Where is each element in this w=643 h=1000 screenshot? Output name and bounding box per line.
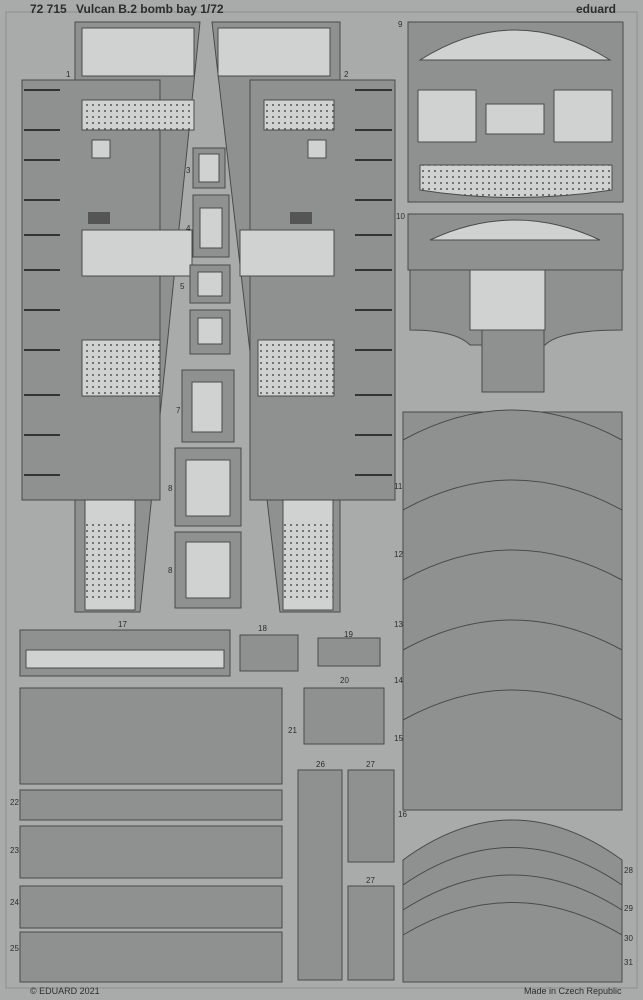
- part-number: 25: [10, 944, 19, 953]
- part-number: 5: [180, 282, 185, 291]
- brand-logo: eduard: [576, 2, 617, 16]
- part-number: 26: [316, 760, 325, 769]
- part-number: 27: [366, 876, 375, 885]
- part-number: 2: [344, 70, 349, 79]
- kit-code: 72 715: [30, 2, 67, 16]
- part-2-right-wall: [211, 21, 396, 613]
- part-number: 27: [366, 760, 375, 769]
- part-number: 28: [624, 866, 633, 875]
- part-number: 12: [394, 550, 403, 559]
- part-number: 23: [10, 846, 19, 855]
- part-number: 15: [394, 734, 403, 743]
- part-number: 20: [340, 676, 349, 685]
- part-number: 29: [624, 904, 633, 913]
- fret-frame: [5, 11, 638, 989]
- part-number: 22: [10, 798, 19, 807]
- parts-26-27: [297, 769, 395, 981]
- part-10-bulkhead: [407, 213, 624, 393]
- origin-text: Made in Czech Republic: [524, 986, 622, 996]
- part-number: 24: [10, 898, 19, 907]
- part-number: 13: [394, 620, 403, 629]
- parts-18-19-20: [239, 634, 385, 745]
- part-number: 8: [168, 484, 173, 493]
- part-number: 30: [624, 934, 633, 943]
- part-number: 14: [394, 676, 403, 685]
- part-17: [19, 629, 231, 677]
- kit-title: Vulcan B.2 bomb bay 1/72: [76, 2, 224, 16]
- arched-frames-11-16: [402, 409, 623, 811]
- part-number: 9: [398, 20, 403, 29]
- part-number: 17: [118, 620, 127, 629]
- central-small-parts: [189, 147, 231, 355]
- part-number: 21: [288, 726, 297, 735]
- part-number: 19: [344, 630, 353, 639]
- part-number: 16: [398, 810, 407, 819]
- part-number: 4: [186, 224, 191, 233]
- part-number: 10: [396, 212, 405, 221]
- part-number: 31: [624, 958, 633, 967]
- part-number: 7: [176, 406, 181, 415]
- part-number: 1: [66, 70, 71, 79]
- part-number: 8: [168, 566, 173, 575]
- part-1-left-wall: [21, 21, 201, 613]
- part-9-bulkhead: [407, 21, 624, 203]
- arched-frames-28-31: [402, 819, 623, 983]
- parts-7-8: [174, 369, 242, 609]
- parts-21-25: [19, 687, 283, 983]
- part-number: 18: [258, 624, 267, 633]
- part-number: 11: [394, 482, 403, 491]
- part-number: 3: [186, 166, 191, 175]
- copyright-text: © EDUARD 2021: [30, 986, 100, 996]
